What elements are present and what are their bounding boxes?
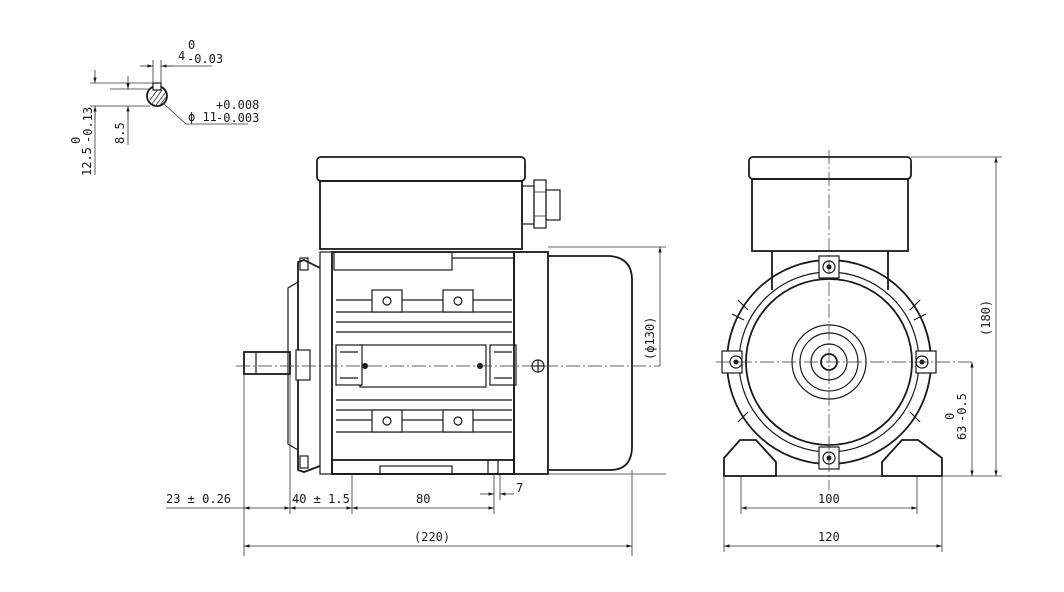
shaft-diameter-dim: ϕ 11 — [188, 110, 217, 124]
shaft-length-dim: 23 ± 0.26 — [166, 492, 231, 506]
svg-text:+0.008: +0.008 — [216, 98, 259, 112]
side-view-dimensions: (ϕ130) 23 ± 0.26 40 ± 1.5 80 7 (220) — [166, 246, 666, 556]
key-width-dim: 4 — [178, 49, 185, 63]
right-foot — [881, 439, 943, 477]
frame-diameter-dim: (ϕ130) — [643, 317, 657, 360]
front-view-dimensions: (180) 63 0 -0.5 100 120 — [723, 156, 1002, 552]
feet-holes-dim: 100 — [818, 492, 840, 506]
svg-text:-0.13: -0.13 — [81, 107, 95, 143]
left-foot — [723, 439, 777, 477]
cable-gland — [521, 179, 561, 229]
svg-text:0: 0 — [943, 413, 957, 420]
key-height-dim: 12.5 — [80, 147, 94, 176]
side-clamps — [295, 344, 517, 386]
fan-cover — [548, 255, 633, 471]
svg-text:-0.003: -0.003 — [216, 111, 259, 125]
feet-offset-dim: 40 ± 1.5 — [292, 492, 350, 506]
keyway — [152, 82, 162, 91]
flat-depth-dim: 8.5 — [113, 122, 127, 144]
shaft — [243, 351, 291, 375]
shaft-height-dim: 63 — [955, 426, 969, 440]
svg-text:0: 0 — [69, 137, 83, 144]
terminal-box-lid — [316, 156, 526, 182]
base-width-dim: 120 — [818, 530, 840, 544]
foot-hole-dim: 7 — [516, 481, 523, 495]
shaft-section-detail: 4 0 -0.03 ϕ 11 +0.008 -0.003 12.5 0 -0.1… — [69, 38, 259, 176]
terminal-box — [319, 180, 523, 250]
terminal-box-front — [751, 178, 909, 252]
front-view: (180) 63 0 -0.5 100 120 — [716, 150, 1002, 552]
overall-length-dim: (220) — [414, 530, 450, 544]
front-fins — [731, 299, 927, 423]
svg-text:-0.03: -0.03 — [187, 52, 223, 66]
svg-text:-0.5: -0.5 — [955, 393, 969, 422]
frame-bolt-bosses — [371, 289, 474, 433]
svg-text:0: 0 — [188, 38, 195, 52]
rear-endshield — [513, 251, 549, 475]
mounting-feet — [331, 459, 515, 475]
terminal-box-lid-front — [748, 156, 912, 180]
feet-spacing-dim: 80 — [416, 492, 430, 506]
side-view: (ϕ130) 23 ± 0.26 40 ± 1.5 80 7 (220) — [166, 156, 666, 556]
overall-height-dim: (180) — [979, 300, 993, 336]
